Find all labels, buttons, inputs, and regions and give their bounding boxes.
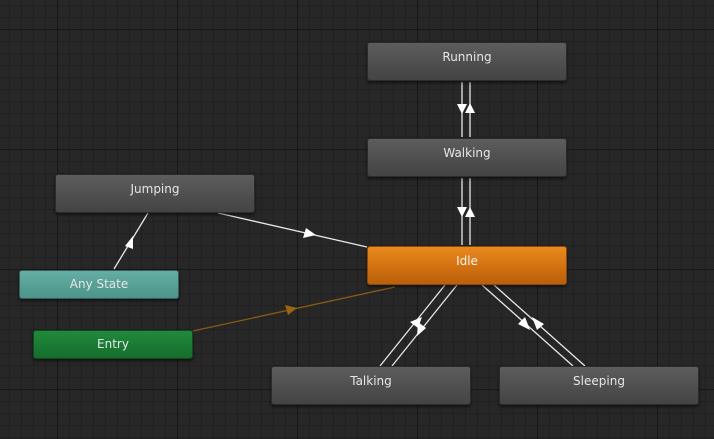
transition-jumping-idle[interactable] <box>217 212 368 248</box>
state-node-label: Running <box>442 50 492 64</box>
entry-node[interactable]: Entry <box>33 330 193 359</box>
state-node-label: Sleeping <box>573 374 625 388</box>
transition-idle-talking[interactable] <box>391 284 458 367</box>
state-node-walking[interactable]: Walking <box>367 138 567 177</box>
state-node-label: Talking <box>350 374 392 388</box>
transition-arrow-icon <box>285 305 297 315</box>
transition-idle-sleeping[interactable] <box>481 284 574 367</box>
state-node-label: Idle <box>456 254 478 268</box>
any-state-node[interactable]: Any State <box>19 270 179 299</box>
transition-entry-idle[interactable] <box>192 286 396 332</box>
transition-anystate-jumping[interactable] <box>113 212 149 270</box>
transition-arrow-icon <box>532 317 544 330</box>
state-node-label: Any State <box>69 277 129 291</box>
transition-arrow-icon <box>457 207 467 217</box>
transition-arrow-icon <box>410 317 422 328</box>
state-node-jumping[interactable]: Jumping <box>55 174 255 213</box>
state-node-running[interactable]: Running <box>367 42 567 81</box>
transition-walking-idle[interactable] <box>457 178 467 245</box>
transition-arrow-icon <box>303 228 316 238</box>
state-node-talking[interactable]: Talking <box>271 366 471 405</box>
transition-idle-walking[interactable] <box>465 178 475 245</box>
state-node-label: Entry <box>97 337 129 351</box>
transition-arrow-icon <box>465 207 475 217</box>
transition-running-walking[interactable] <box>457 82 467 137</box>
transition-arrow-icon <box>417 322 426 336</box>
state-node-label: Jumping <box>130 182 180 196</box>
transition-sleeping-idle[interactable] <box>493 284 586 367</box>
transition-arrow-icon <box>125 236 133 249</box>
transition-arrow-icon <box>457 104 467 114</box>
state-node-label: Walking <box>443 146 491 160</box>
transition-arrow-icon <box>465 103 475 113</box>
state-node-idle[interactable]: Idle <box>367 246 567 285</box>
transition-walking-running[interactable] <box>465 82 475 137</box>
transition-arrow-icon <box>518 317 530 330</box>
state-node-sleeping[interactable]: Sleeping <box>499 366 699 405</box>
transition-talking-idle[interactable] <box>379 284 446 367</box>
